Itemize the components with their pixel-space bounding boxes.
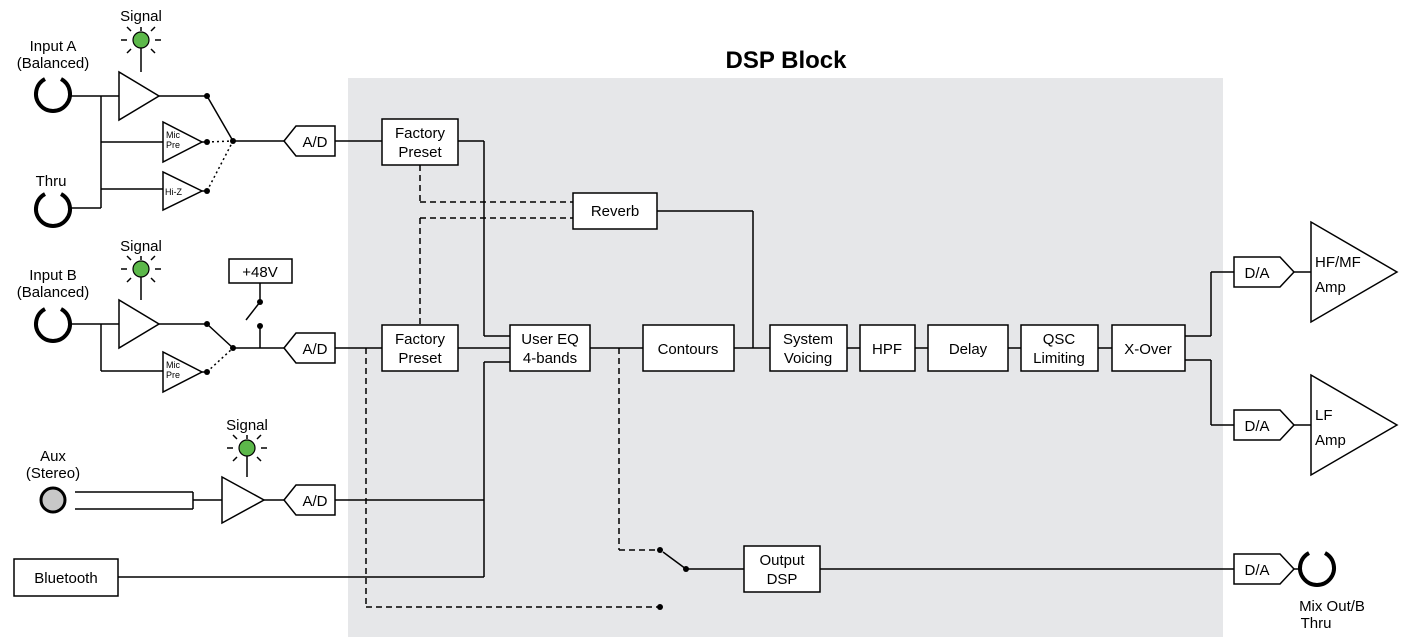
user-eq-label-2: 4-bands [523,350,577,367]
signal-aux-label: Signal [226,417,268,434]
input-a-selector-switch [206,95,234,142]
phantom-power-label: +48V [242,264,277,281]
mic-pre-a-label-2: Pre [166,140,180,150]
mic-pre-a-icon [162,120,204,164]
thru-jack-icon [34,192,72,228]
aux-amp-icon [221,475,266,525]
input-a-label: Input A [30,38,77,55]
input-b-sublabel: (Balanced) [17,284,90,301]
phantom-switch [245,301,261,321]
system-voicing-label-2: Voicing [784,350,832,367]
hf-amp-label-2: Amp [1315,279,1346,296]
hi-z-label: Hi-Z [165,187,182,197]
bluetooth-label: Bluetooth [34,570,97,587]
output-dsp-label-1: Output [759,552,805,569]
delay-box [927,324,1009,372]
signal-aux-led-icon [227,434,267,462]
qsc-limiting-label-2: Limiting [1033,350,1085,367]
lf-amp-icon [1310,373,1399,477]
qsc-limiting-label-1: QSC [1043,331,1076,348]
da-mix-label: D/A [1244,562,1269,579]
reverb-label: Reverb [591,203,639,220]
factory-preset-a-label-1: Factory [395,125,446,142]
contours-box [642,324,735,372]
output-dsp-box [743,545,821,593]
x-over-box [1111,324,1186,372]
output-selector-switch [662,551,687,570]
x-over-label: X-Over [1124,341,1172,358]
reverb-box [572,192,658,230]
input-a-sublabel: (Balanced) [17,55,90,72]
mix-out-label-2: Thru [1301,615,1332,632]
user-eq-label-1: User EQ [521,331,579,348]
signal-a-label: Signal [120,8,162,25]
factory-preset-b-label-2: Preset [398,350,442,367]
input-b-amp-icon [118,298,161,350]
bluetooth-box [13,558,119,597]
lf-amp-label-1: LF [1315,407,1333,424]
ad-a-label: A/D [302,134,327,151]
mix-out-jack-icon [1298,551,1336,587]
aux-sublabel: (Stereo) [26,465,80,482]
factory-preset-a-label-2: Preset [398,144,442,161]
input-a-amp-icon [118,70,161,122]
aux-jack-icon [39,486,67,514]
delay-label: Delay [949,341,988,358]
system-voicing-label-1: System [783,331,833,348]
input-b-selector-switch [206,323,234,349]
da-hf-label: D/A [1244,265,1269,282]
hf-mf-amp-icon [1310,220,1399,324]
da-converter-lf [1233,409,1296,441]
da-converter-mix [1233,553,1296,585]
da-lf-label: D/A [1244,418,1269,435]
mic-pre-a-label-1: Mic [166,130,180,140]
input-a-jack-icon [34,77,72,113]
output-dsp-label-2: DSP [767,571,798,588]
input-b-jack-icon [34,307,72,343]
signal-b-led-icon [121,255,161,283]
da-converter-hf [1233,256,1296,288]
aux-label: Aux [40,448,66,465]
ad-b-label: A/D [302,341,327,358]
mic-pre-b-icon [162,350,204,394]
mix-out-label-1: Mix Out/B [1299,598,1365,615]
user-eq-box [509,324,591,372]
contours-label: Contours [658,341,719,358]
input-b-label: Input B [29,267,77,284]
factory-preset-a [381,118,459,166]
dsp-block-title: DSP Block [726,47,848,74]
factory-preset-b-label-1: Factory [395,331,446,348]
mic-pre-b-label-1: Mic [166,360,180,370]
hpf-box [859,324,916,372]
mic-pre-b-label-2: Pre [166,370,180,380]
factory-preset-b [381,324,459,372]
thru-label: Thru [36,173,67,190]
ad-aux-label: A/D [302,493,327,510]
hf-amp-label-1: HF/MF [1315,254,1361,271]
signal-b-label: Signal [120,238,162,255]
hi-z-icon [162,170,204,212]
lf-amp-label-2: Amp [1315,432,1346,449]
hpf-label: HPF [872,341,902,358]
